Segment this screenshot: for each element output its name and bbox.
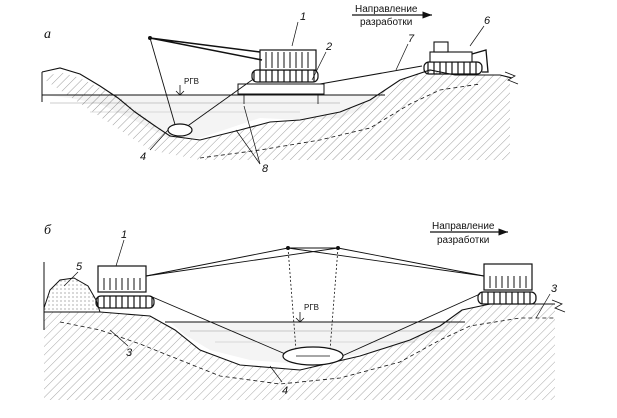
callout-3-b-left: 3 bbox=[126, 347, 133, 359]
break-mark-a bbox=[504, 71, 519, 85]
callouts-a: 1 2 4 6 7 8 bbox=[140, 11, 491, 175]
dragline-bucket-a bbox=[167, 123, 193, 137]
callout-7-a: 7 bbox=[408, 33, 415, 45]
direction-label-a-line1: Направление bbox=[355, 4, 418, 15]
direction-label-b-line1: Направление bbox=[432, 221, 495, 232]
panel-letter-b: б bbox=[44, 223, 52, 238]
bulldozer-cab bbox=[433, 41, 449, 53]
ground-profile-b bbox=[44, 303, 555, 371]
water-level-label-b: РГВ bbox=[304, 303, 319, 312]
cable-system bbox=[145, 246, 485, 357]
boom bbox=[149, 37, 263, 61]
winch-rope bbox=[319, 65, 423, 85]
break-mark-b bbox=[551, 299, 566, 313]
callouts-b: 1 3 3 4 5 bbox=[63, 229, 558, 397]
panel-letter-a: а bbox=[44, 27, 51, 42]
hatched-ground-b bbox=[44, 304, 555, 400]
direction-label-a-line2: разработки bbox=[360, 16, 412, 28]
crawler-tracks bbox=[95, 295, 155, 309]
hatched-ground-a bbox=[42, 70, 510, 160]
excavator-left-b bbox=[95, 265, 155, 309]
callout-5-b: 5 bbox=[76, 261, 83, 273]
design-profile-b bbox=[59, 317, 555, 385]
bulldozer-tracks bbox=[423, 61, 483, 75]
water-body-b bbox=[170, 322, 460, 364]
callout-6-a: 6 bbox=[484, 15, 491, 27]
bulldozer-blade bbox=[471, 49, 489, 73]
callout-1-b: 1 bbox=[121, 229, 127, 241]
callout-2-a: 2 bbox=[325, 41, 332, 53]
design-profile-a bbox=[199, 83, 481, 159]
crawler-tracks bbox=[251, 69, 319, 83]
diagram-b: б Направление разработки bbox=[43, 221, 566, 400]
callout-8-a: 8 bbox=[262, 163, 269, 175]
drag-rope bbox=[181, 79, 253, 131]
crawler-tracks bbox=[477, 291, 537, 305]
callout-1-a: 1 bbox=[300, 11, 306, 23]
direction-label-b-line2: разработки bbox=[437, 234, 489, 246]
spoil-heap bbox=[43, 277, 101, 313]
diagram-a: а Направление разработки bbox=[41, 4, 519, 175]
dragline-excavator-a bbox=[148, 36, 319, 83]
callout-4-a: 4 bbox=[140, 151, 146, 163]
bulldozer bbox=[423, 41, 489, 75]
hoist-rope bbox=[149, 37, 177, 129]
excavator-right-b bbox=[477, 263, 537, 305]
callout-4-b: 4 bbox=[282, 385, 288, 397]
callout-3-b-right: 3 bbox=[551, 283, 558, 295]
water-level-label-a: РГВ bbox=[184, 77, 199, 86]
pontoon bbox=[237, 83, 325, 95]
bulldozer-body bbox=[429, 51, 473, 63]
